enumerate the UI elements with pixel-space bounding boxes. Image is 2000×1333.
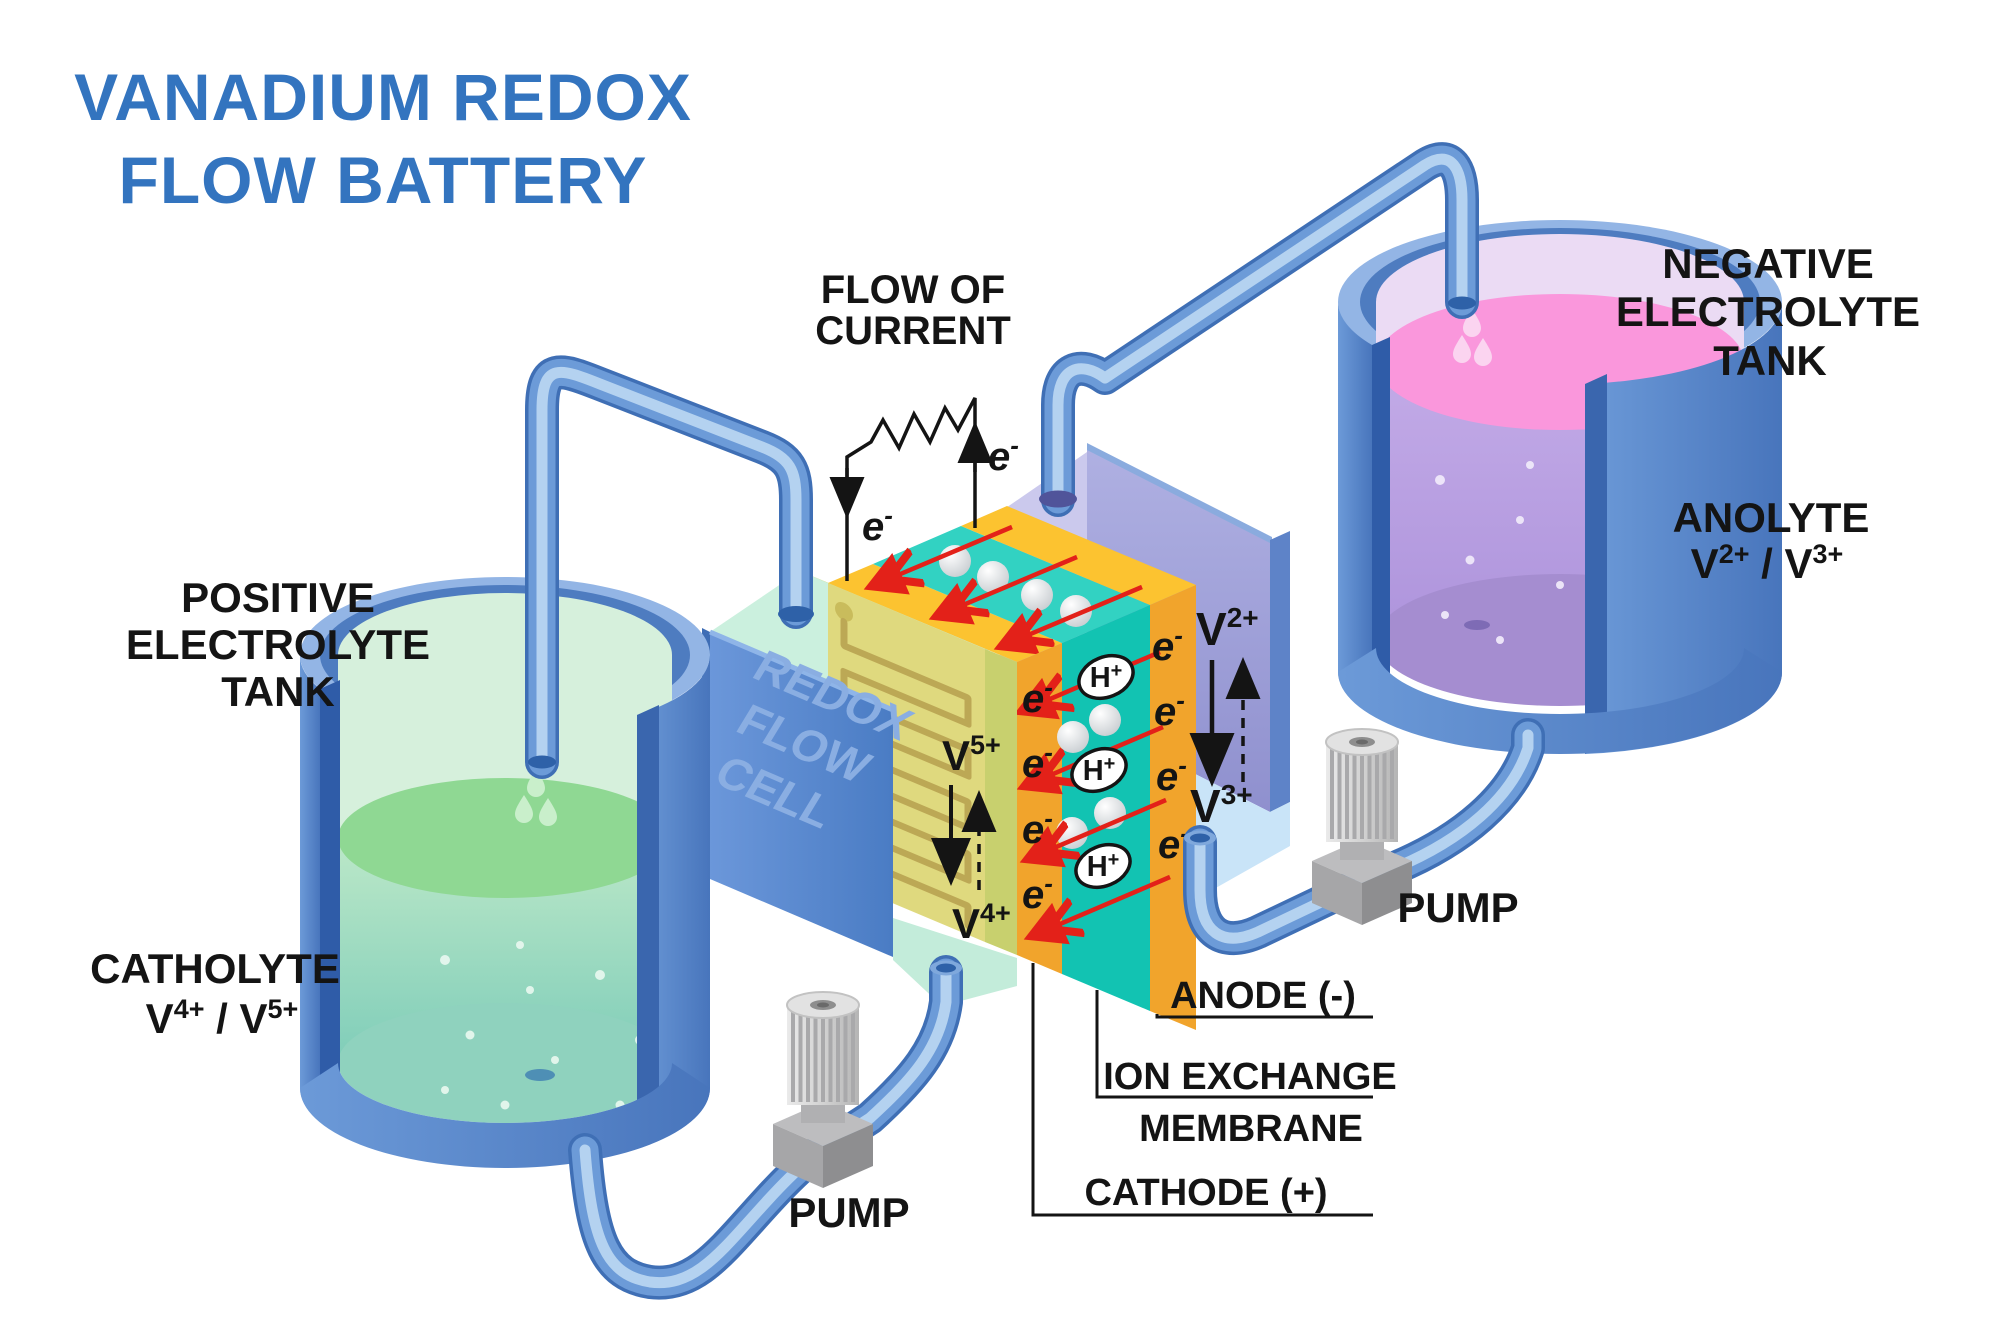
tank-shell <box>1585 302 1783 754</box>
negative-electrolyte-tank <box>1338 220 1783 754</box>
flow-of-current-label-1: FLOW OF <box>821 268 1005 312</box>
back-wall-right-edge <box>1270 531 1290 812</box>
pipe-cell-to-positive-tank <box>525 355 813 779</box>
negative-tank-label-1: NEGATIVE <box>1662 240 1874 287</box>
catholyte-label: CATHOLYTE <box>90 945 340 992</box>
pump-label-right: PUMP <box>1397 884 1518 931</box>
ion-flow-arrows-top <box>872 524 1143 646</box>
external-circuit <box>829 397 1019 581</box>
anolyte-couple-label: V2+ / V3+ <box>1691 539 1844 587</box>
negative-tank-label-2: ELECTROLYTE <box>1616 288 1920 335</box>
title-line-2: FLOW BATTERY <box>119 143 648 217</box>
positive-electrolyte-tank <box>299 577 711 1168</box>
endplate-pipe-hole <box>778 606 814 622</box>
positive-tank-label-3: TANK <box>221 668 335 715</box>
pipe-positive-tank-to-pump <box>568 955 963 1300</box>
ion-exchange-label: ION EXCHANGE <box>1103 1056 1396 1098</box>
flow-of-current-label-2: CURRENT <box>815 309 1011 353</box>
positive-tank-label-2: ELECTROLYTE <box>126 621 430 668</box>
v3-ion-label: V3+ <box>1190 779 1253 832</box>
title-line-1: VANADIUM REDOX <box>74 60 692 134</box>
negative-tank-annotation: NEGATIVE ELECTROLYTE TANK ANOLYTE V2+ / … <box>1616 240 1920 587</box>
catholyte-couple-label: V4+ / V5+ <box>146 994 299 1042</box>
positive-tank-annotation: POSITIVE ELECTROLYTE TANK CATHOLYTE V4+ … <box>90 574 430 1042</box>
flow-plate-side-edge <box>985 649 1017 955</box>
wall-pipe-hole <box>1039 490 1077 508</box>
layer-annotations: ANODE (-) ION EXCHANGE MEMBRANE CATHODE … <box>1031 963 1397 1217</box>
v2-ion-label: V2+ <box>1196 602 1259 655</box>
anode-top-face <box>961 506 1196 605</box>
catholyte-surface <box>338 778 672 898</box>
anolyte-reaction-annotation: V2+ V3+ <box>1189 602 1261 832</box>
redox-flow-cell: V5+ V4+ REDOX FLOW CELL <box>702 506 1196 1030</box>
v4-ion-label: V4+ <box>952 898 1011 947</box>
catholyte-reaction-arrows <box>931 785 997 890</box>
v5-ion-label: V5+ <box>942 730 1001 779</box>
page-title: VANADIUM REDOX FLOW BATTERY <box>74 60 692 217</box>
pump-label-left: PUMP <box>788 1189 909 1236</box>
pipes <box>525 142 1545 1300</box>
positive-tank-label-1: POSITIVE <box>181 574 375 621</box>
membrane-label: MEMBRANE <box>1139 1108 1363 1150</box>
left-pump <box>771 990 875 1190</box>
front-plate <box>710 632 893 957</box>
anode-label: ANODE (-) <box>1170 975 1356 1017</box>
anolyte-label: ANOLYTE <box>1673 494 1870 541</box>
negative-tank-label-3: TANK <box>1713 337 1827 384</box>
cathode-label: CATHODE (+) <box>1084 1172 1327 1214</box>
pipe-cell-to-negative-tank <box>1041 142 1479 517</box>
